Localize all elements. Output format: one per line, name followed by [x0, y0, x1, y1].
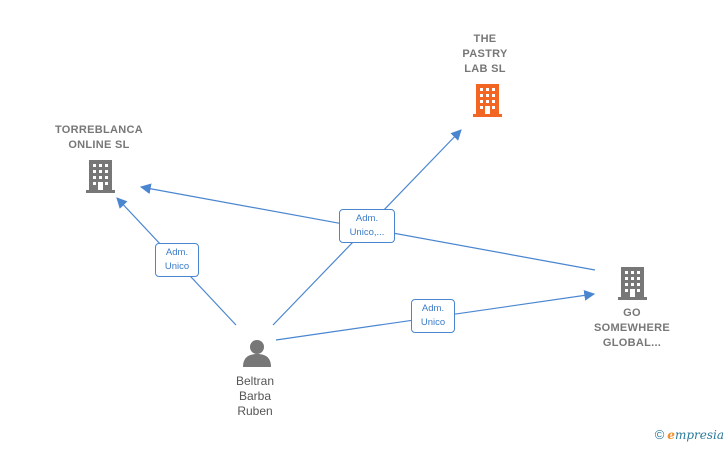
brand-name: mpresia [674, 428, 724, 442]
building-icon[interactable] [473, 84, 502, 117]
edge-label-to-torreblanca[interactable]: Adm. Unico [155, 243, 199, 277]
footer-brand: ©empresia [655, 427, 724, 442]
node-label-line: LAB SL [464, 63, 506, 75]
edge-label-to-go-somewhere[interactable]: Adm. Unico [411, 299, 455, 333]
edge-label-line: Unico [164, 261, 190, 272]
node-label-line: GO [623, 307, 641, 319]
edge-label-line: Adm. [421, 303, 445, 314]
brand-logo-e: e [667, 428, 675, 442]
edge-label-to-pastry-lab[interactable]: Adm. Unico,... [339, 209, 395, 243]
node-label-person[interactable]: Beltran Barba Ruben [215, 374, 295, 419]
node-label-line: Ruben [237, 404, 273, 418]
building-icon[interactable] [618, 267, 647, 300]
node-label-line: THE [473, 33, 497, 45]
node-label-line: ONLINE SL [68, 139, 130, 151]
copyright-symbol: © [654, 427, 665, 442]
edge-label-line: Unico [420, 317, 446, 328]
node-label-line: SOMEWHERE [593, 322, 671, 334]
node-label-go-somewhere[interactable]: GO SOMEWHERE GLOBAL... [580, 306, 684, 351]
node-label-torreblanca[interactable]: TORREBLANCA ONLINE SL [44, 123, 154, 153]
node-label-line: TORREBLANCA [54, 124, 144, 136]
node-label-pastry-lab[interactable]: THE PASTRY LAB SL [440, 32, 530, 77]
person-icon[interactable] [243, 340, 271, 367]
edge-label-line: Unico,... [349, 227, 385, 238]
node-label-line: Beltran [235, 374, 275, 388]
node-label-line: Barba [238, 389, 272, 403]
node-label-line: PASTRY [462, 48, 508, 60]
node-label-line: GLOBAL... [602, 337, 662, 349]
edge-label-line: Adm. [165, 247, 189, 258]
edge-label-line: Adm. [355, 213, 379, 224]
building-icon[interactable] [86, 160, 115, 193]
